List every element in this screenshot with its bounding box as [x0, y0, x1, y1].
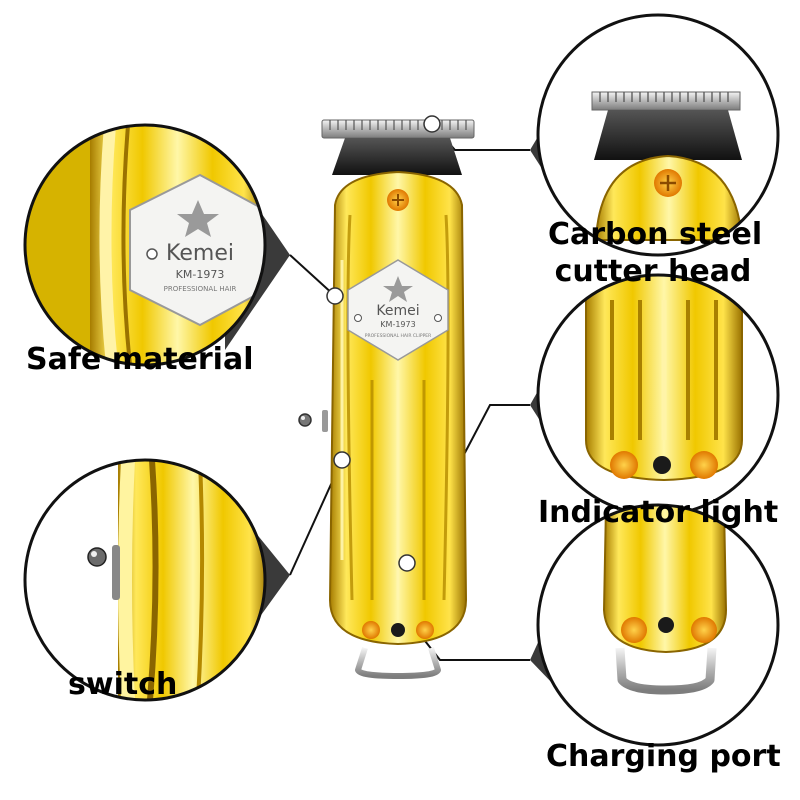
badge-brand-main: Kemei — [376, 303, 419, 319]
label-cutter-head-line1: Carbon steel — [548, 217, 763, 252]
anchor-dot-cutter-head — [423, 115, 441, 133]
zoom-circle-cutter-head — [536, 13, 780, 257]
badge-model-main: KM-1973 — [380, 320, 415, 329]
label-safe-material: Safe material — [26, 342, 254, 377]
zoom-circle-charging-port — [536, 503, 780, 747]
label-cutter-head-line2: cutter head — [554, 253, 752, 289]
label-charging-port: Charging port — [546, 739, 781, 774]
label-indicator-light: Indicator light — [538, 495, 779, 530]
clipper — [298, 119, 475, 679]
label-cutter-head: Carbon steel cutter head — [548, 217, 763, 289]
zoom-circle-safe-material — [23, 123, 267, 367]
leader-anchor-dots — [326, 115, 441, 572]
anchor-dot-switch — [333, 451, 351, 469]
badge-brand-zoom: Kemei — [166, 241, 234, 266]
zoom-circle-indicator-light — [536, 273, 780, 517]
badge-text-zoom: Kemei KM-1973 PROFESSIONAL HAIR — [164, 241, 237, 293]
badge-subtitle-zoom: PROFESSIONAL HAIR — [164, 285, 237, 293]
anchor-dot-safe-material — [326, 287, 344, 305]
anchor-dot-indicator-light — [398, 554, 416, 572]
badge-text-main: Kemei KM-1973 PROFESSIONAL HAIR CLIPPER — [365, 303, 432, 339]
badge-model-zoom: KM-1973 — [176, 268, 225, 281]
badge-subtitle-main: PROFESSIONAL HAIR CLIPPER — [365, 333, 432, 339]
label-switch: switch — [68, 667, 178, 702]
zoom-circle-switch — [23, 458, 267, 702]
